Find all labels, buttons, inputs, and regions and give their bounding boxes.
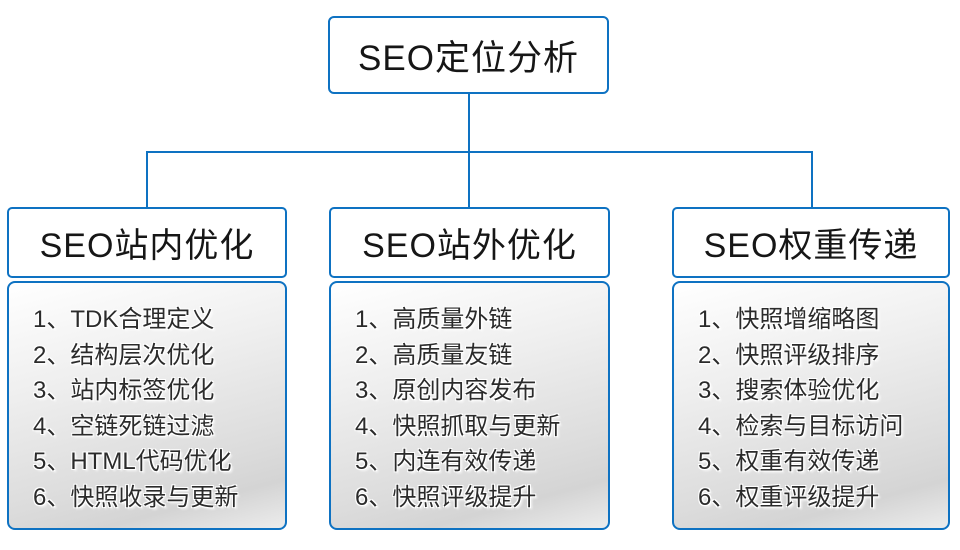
root-node: SEO定位分析 xyxy=(328,16,609,94)
list-item: 3、搜索体验优化 xyxy=(698,377,880,404)
list-item: 1、快照增缩略图 xyxy=(698,306,880,333)
list-item: 4、检索与目标访问 xyxy=(698,412,904,440)
connector-root-stem xyxy=(468,94,470,152)
list-item: 3、站内标签优化 xyxy=(33,377,215,404)
list-item: 5、权重有效传递 xyxy=(698,448,880,475)
list-item: 6、快照评级提升 xyxy=(355,483,537,511)
connector-drop-right xyxy=(811,151,813,207)
list-item: 5、内连有效传递 xyxy=(355,448,537,475)
branch-list-offsite: 1、高质量外链 2、高质量友链 3、原创内容发布 4、快照抓取与更新 5、内连有… xyxy=(329,281,610,530)
connector-drop-left xyxy=(146,151,148,207)
connector-horizontal xyxy=(146,151,813,153)
list-item: 2、快照评级排序 xyxy=(698,341,880,369)
branch-list-onsite: 1、TDK合理定义 2、结构层次优化 3、站内标签优化 4、空链死链过滤 5、H… xyxy=(7,281,287,530)
branch-header-onsite: SEO站内优化 xyxy=(7,207,287,278)
root-title: SEO定位分析 xyxy=(358,38,579,78)
branch-list-weight: 1、快照增缩略图 2、快照评级排序 3、搜索体验优化 4、检索与目标访问 5、权… xyxy=(672,281,950,530)
list-item: 4、空链死链过滤 xyxy=(33,412,215,440)
list-item: 6、权重评级提升 xyxy=(698,483,880,511)
list-item: 3、原创内容发布 xyxy=(355,377,537,404)
branch-header-offsite: SEO站外优化 xyxy=(329,207,610,278)
list-item: 2、结构层次优化 xyxy=(33,341,215,369)
branch-title: SEO站内优化 xyxy=(39,227,255,265)
branch-title: SEO站外优化 xyxy=(362,227,577,265)
list-item: 1、高质量外链 xyxy=(355,306,513,333)
list-item: 4、快照抓取与更新 xyxy=(355,412,561,440)
list-item: 6、快照收录与更新 xyxy=(33,483,239,511)
connector-drop-middle xyxy=(468,151,470,207)
branch-title: SEO权重传递 xyxy=(703,227,919,265)
branch-header-weight: SEO权重传递 xyxy=(672,207,950,278)
list-item: 5、HTML代码优化 xyxy=(33,448,232,475)
list-item: 1、TDK合理定义 xyxy=(33,306,215,333)
list-item: 2、高质量友链 xyxy=(355,341,513,369)
